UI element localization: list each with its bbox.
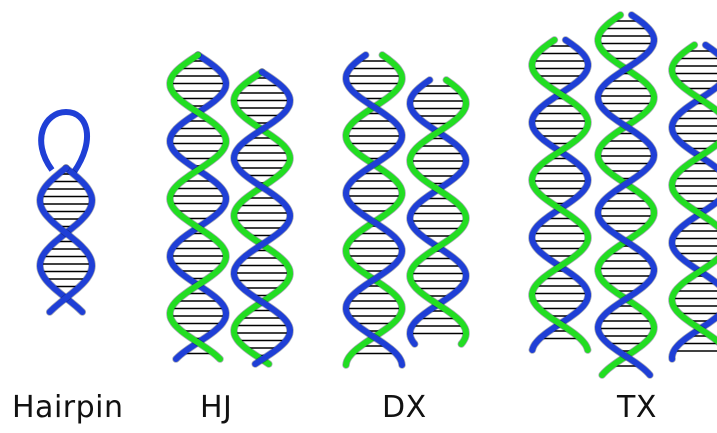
tx-left-strand-a: [528, 37, 592, 353]
hairpin-structure: [36, 108, 96, 316]
hj-left-strand-a: [166, 52, 230, 362]
tx-middle-strand-b: [594, 12, 658, 378]
hj-right-strand-b: [230, 69, 294, 367]
hj-right-strand-a: [230, 69, 294, 367]
tx-label: TX: [617, 390, 657, 425]
tx-right-strand-b: [668, 42, 717, 345]
dx-label: DX: [382, 390, 427, 425]
hj-label: HJ: [200, 390, 233, 425]
hairpin-label: Hairpin: [12, 390, 124, 425]
tx-structure: [528, 11, 717, 379]
dx-left-strand-b: [342, 52, 406, 368]
hj-left-strand-b: [166, 52, 230, 362]
hj-structure: [166, 51, 294, 368]
hairpin-strand-a: [36, 165, 96, 315]
dx-right-strand-b: [406, 77, 470, 347]
hairpin-loop: [38, 108, 91, 174]
hairpin-strand-b: [36, 165, 96, 315]
dx-right-strand-a: [406, 77, 470, 347]
dx-structure: [342, 51, 470, 369]
tx-middle-strand-a: [594, 12, 658, 378]
tx-left-strand-b: [528, 37, 592, 353]
